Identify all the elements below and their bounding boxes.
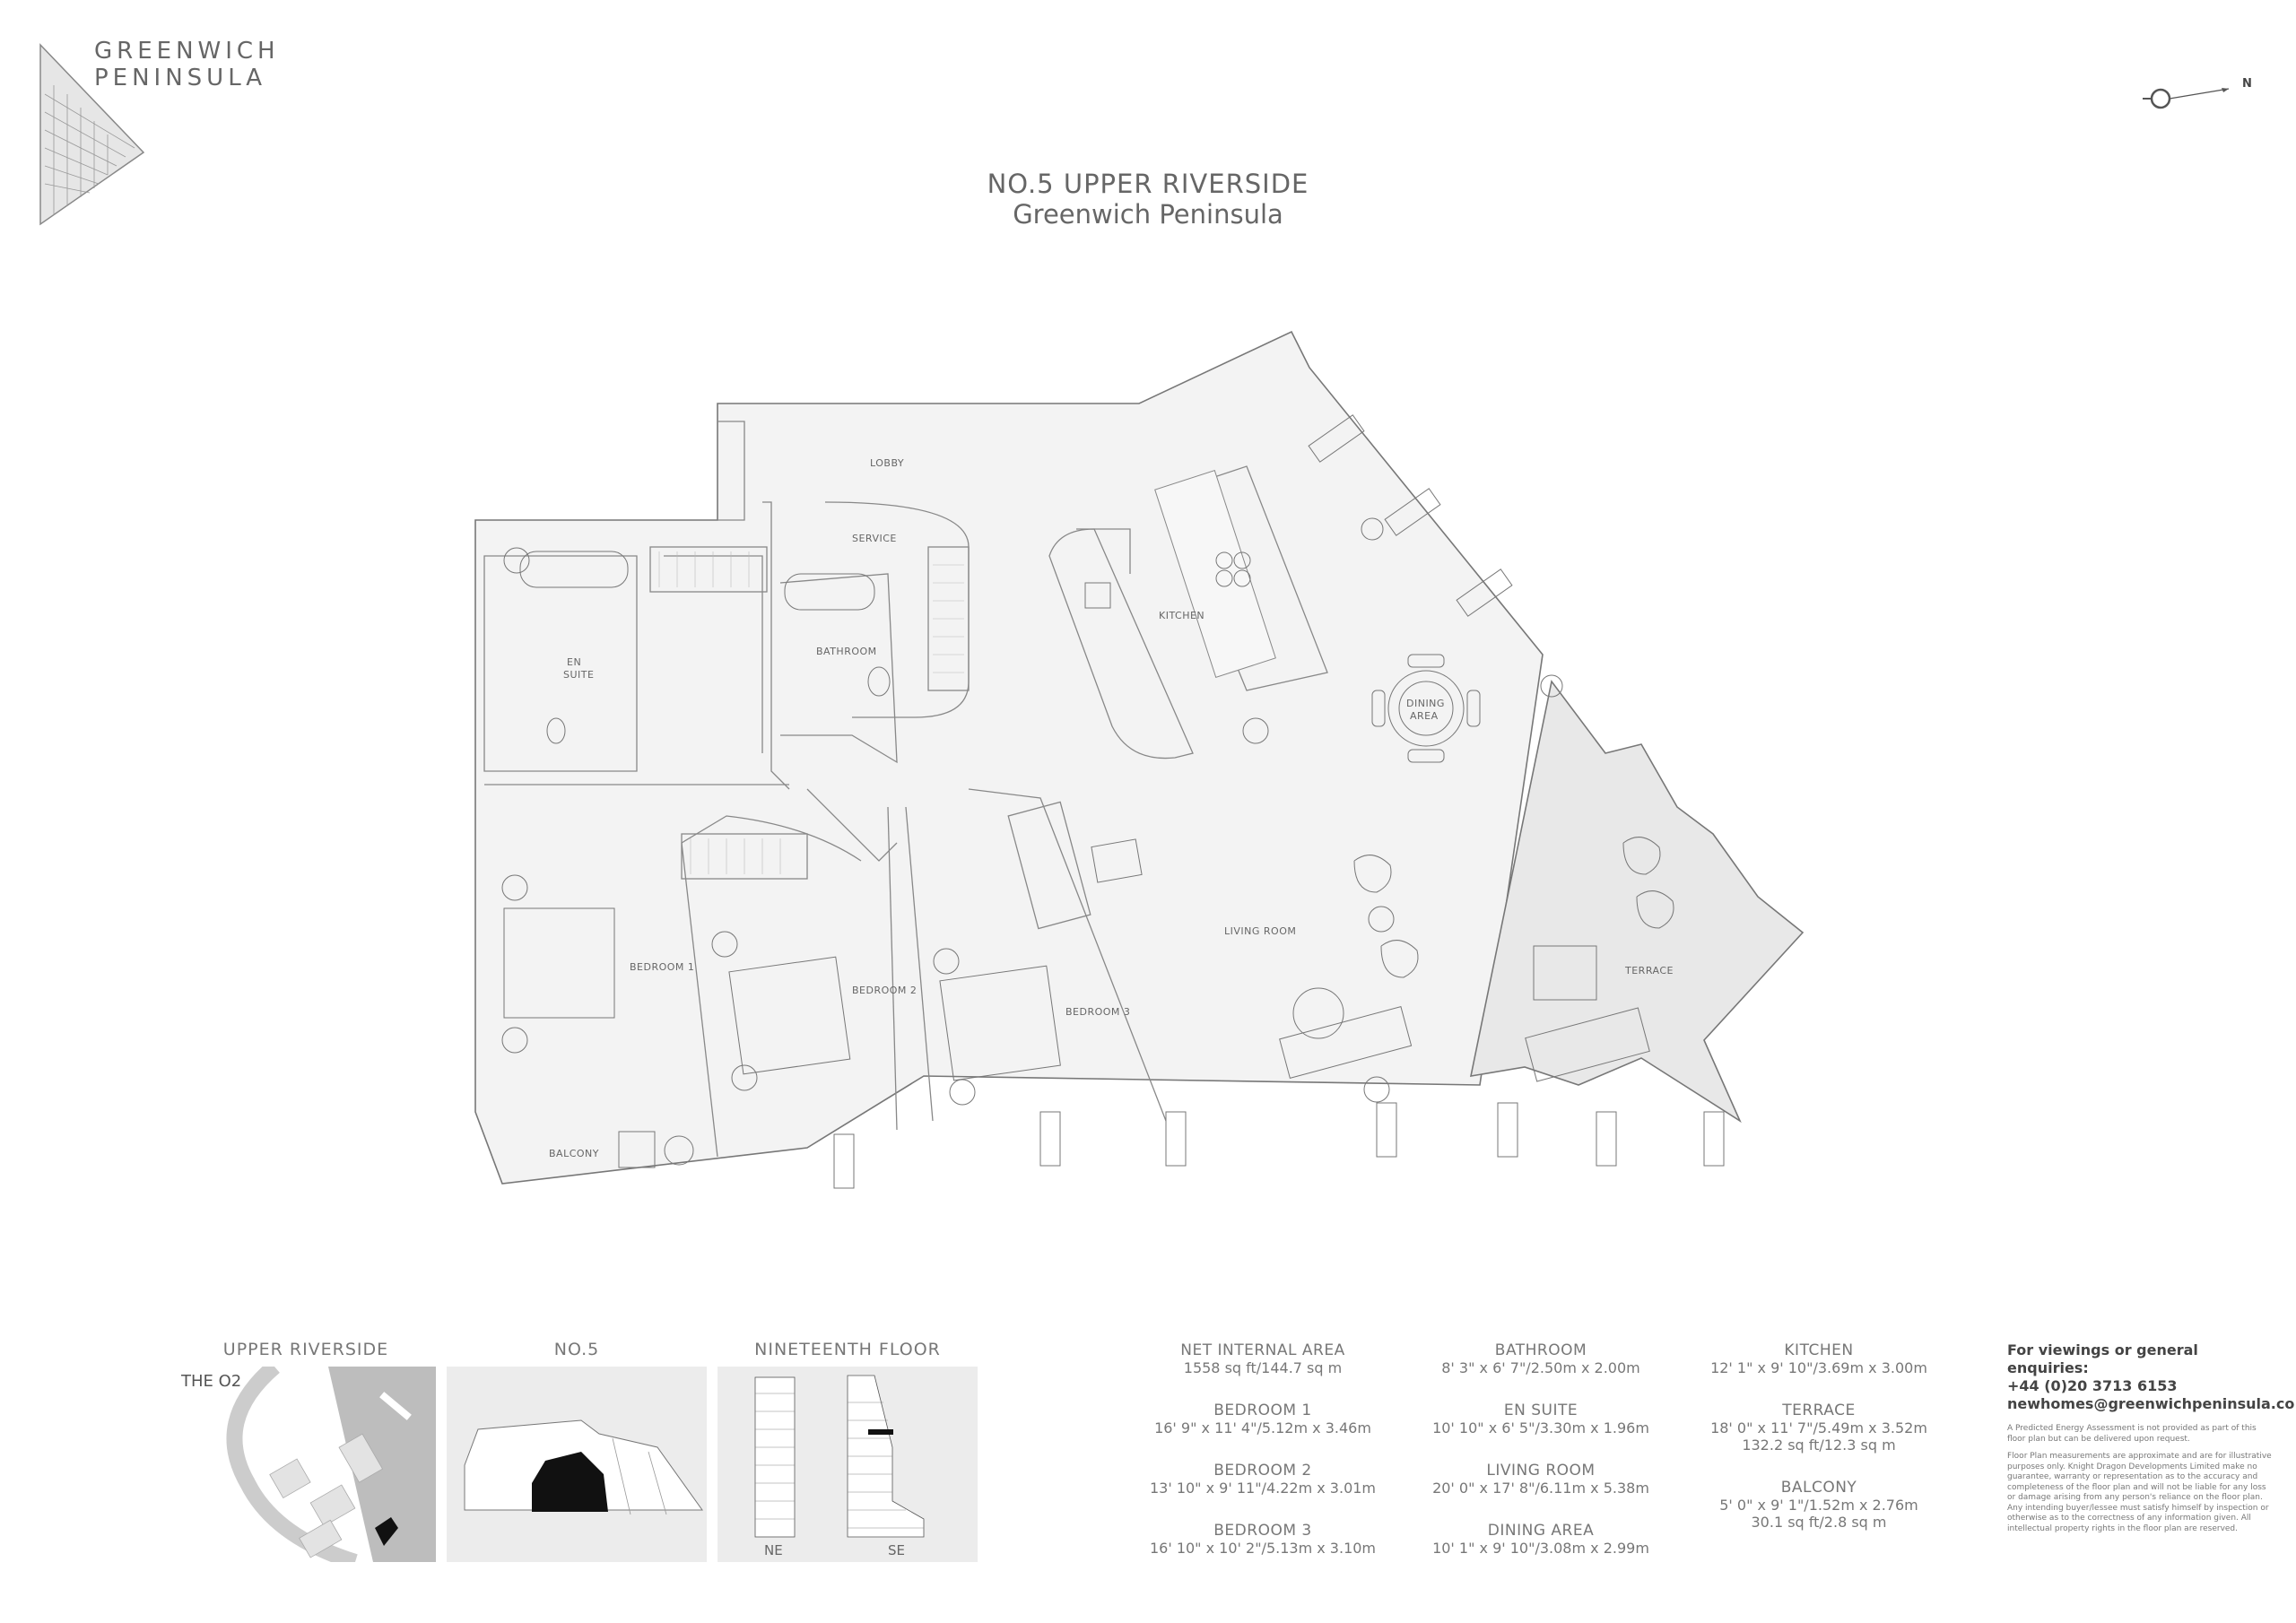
spec-value-area: 132.2 sq ft/12.3 sq m (1742, 1436, 1896, 1454)
spec-name: BEDROOM 2 (1213, 1462, 1312, 1480)
brand-logo-mark (39, 43, 145, 226)
elevation-label-se: SE (888, 1542, 905, 1558)
spec-name: BATHROOM (1494, 1341, 1587, 1359)
spec-name: BEDROOM 3 (1213, 1522, 1312, 1540)
spec-value: 18' 0" x 11' 7"/5.49m x 3.52m (1710, 1419, 1927, 1436)
spec-value: 1558 sq ft/144.7 sq m (1183, 1359, 1343, 1376)
spec-value: 10' 1" x 9' 10"/3.08m x 2.99m (1432, 1540, 1649, 1557)
spec-value: 13' 10" x 9' 11"/4.22m x 3.01m (1149, 1480, 1377, 1497)
spec-name: BALCONY (1780, 1479, 1857, 1497)
thumb-title-no5: NO.5 (553, 1340, 600, 1359)
room-label-lobby: LOBBY (870, 457, 904, 469)
spec-value: 16' 9" x 11' 4"/5.12m x 3.46m (1154, 1419, 1371, 1436)
spec-name: EN SUITE (1503, 1402, 1578, 1419)
spec-name: KITCHEN (1784, 1341, 1854, 1359)
room-label-ensuite-2: SUITE (563, 669, 594, 681)
spec-column-3: KITCHEN 12' 1" x 9' 10"/3.69m x 3.00m TE… (1693, 1341, 1944, 1556)
room-label-dining-1: DINING (1406, 698, 1445, 709)
spec-name: TERRACE (1782, 1402, 1856, 1419)
page-title: NO.5 UPPER RIVERSIDE (987, 169, 1309, 199)
apartment-location-drawing (464, 1419, 703, 1515)
contact-block: For viewings or general enquiries: +44 (… (2007, 1341, 2296, 1413)
room-label-kitchen: KITCHEN (1159, 610, 1205, 621)
site-map-label: THE O2 (181, 1372, 242, 1391)
room-label-balcony: BALCONY (549, 1148, 599, 1159)
disclaimer: A Predicted Energy Assessment is not pro… (2007, 1424, 2276, 1534)
spec-column-1: NET INTERNAL AREA 1558 sq ft/144.7 sq m … (1137, 1341, 1388, 1582)
north-arrow-icon (2143, 88, 2230, 109)
room-label-dining-2: AREA (1410, 710, 1439, 722)
spec-value-area: 30.1 sq ft/2.8 sq m (1751, 1514, 1887, 1531)
room-label-ensuite-1: EN (567, 656, 581, 668)
spec-value: 12' 1" x 9' 10"/3.69m x 3.00m (1710, 1359, 1927, 1376)
elevation-label-ne: NE (764, 1542, 783, 1558)
spec-value: 10' 10" x 6' 5"/3.30m x 1.96m (1432, 1419, 1649, 1436)
building-elevation-drawing (754, 1375, 925, 1538)
spec-value: 5' 0" x 9' 1"/1.52m x 2.76m (1719, 1497, 1918, 1514)
spec-name: LIVING ROOM (1486, 1462, 1596, 1480)
contact-phone[interactable]: +44 (0)20 3713 6153 (2007, 1377, 2178, 1394)
site-map-drawing (176, 1367, 436, 1562)
disclaimer-measurements: Floor Plan measurements are approximate … (2007, 1452, 2272, 1533)
spec-name: BEDROOM 1 (1213, 1402, 1312, 1419)
room-label-bedroom-1: BEDROOM 1 (630, 961, 694, 973)
spec-value: 16' 10" x 10' 2"/5.13m x 3.10m (1149, 1540, 1377, 1557)
room-label-bedroom-2: BEDROOM 2 (852, 985, 917, 996)
thumb-title-upper-riverside: UPPER RIVERSIDE (222, 1340, 389, 1359)
contact-email[interactable]: newhomes@greenwichpeninsula.co.uk (2007, 1395, 2296, 1412)
spec-name: DINING AREA (1487, 1522, 1595, 1540)
room-label-bedroom-3: BEDROOM 3 (1065, 1006, 1130, 1018)
contact-heading: For viewings or general enquiries: (2007, 1341, 2198, 1376)
brand-name: GREENWICH PENINSULA (94, 38, 280, 91)
spec-value: 8' 3" x 6' 7"/2.50m x 2.00m (1441, 1359, 1640, 1376)
spec-name: NET INTERNAL AREA (1180, 1341, 1345, 1359)
north-label: N (2242, 77, 2252, 91)
room-label-terrace: TERRACE (1624, 965, 1674, 976)
spec-column-2: BATHROOM 8' 3" x 6' 7"/2.50m x 2.00m EN … (1415, 1341, 1666, 1582)
page-subtitle: Greenwich Peninsula (1013, 199, 1283, 230)
disclaimer-energy: A Predicted Energy Assessment is not pro… (2007, 1424, 2257, 1444)
room-label-living: LIVING ROOM (1224, 925, 1296, 937)
room-label-bathroom: BATHROOM (816, 646, 877, 657)
thumb-apartment-location (447, 1367, 707, 1562)
apartment-outline (474, 330, 1544, 1185)
room-label-service: SERVICE (852, 533, 897, 544)
thumb-title-floor: NINETEENTH FLOOR (754, 1340, 941, 1359)
brand-line-1: GREENWICH (94, 38, 280, 65)
spec-value: 20' 0" x 17' 8"/6.11m x 5.38m (1432, 1480, 1649, 1497)
thumb-building-elevation: NE SE (718, 1367, 978, 1562)
thumb-site-map: THE O2 (176, 1367, 436, 1562)
brand-line-2: PENINSULA (94, 65, 267, 91)
